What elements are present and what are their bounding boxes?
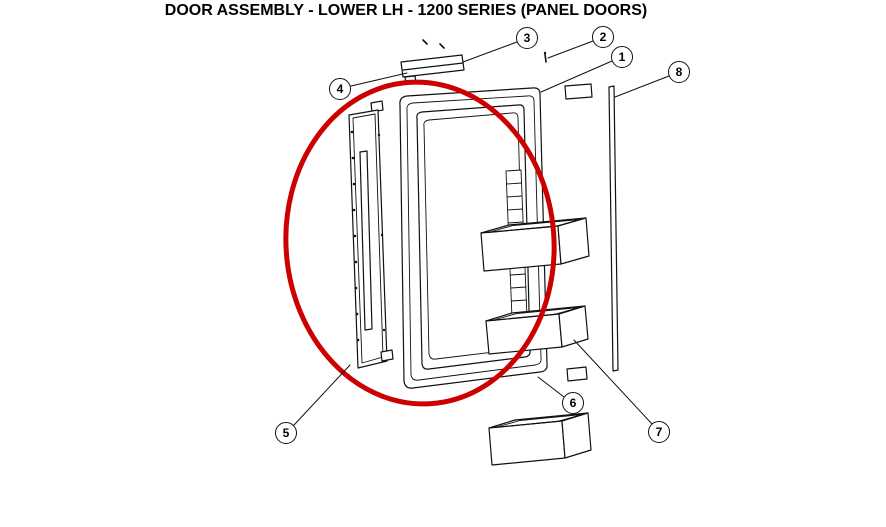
callout-3: 3 (516, 27, 538, 49)
screw-icons-top (422, 39, 547, 63)
callout-4: 4 (329, 78, 351, 100)
highlight-ellipse (283, 79, 557, 407)
mounting-plates (564, 83, 593, 382)
callout-5: 5 (275, 422, 297, 444)
shelf-bin-upper (480, 217, 590, 272)
shelf-bin-bottom (488, 412, 592, 466)
leader-lines (293, 40, 670, 426)
figure-title: DOOR ASSEMBLY - LOWER LH - 1200 SERIES (… (164, 2, 648, 19)
callout-7: 7 (648, 421, 670, 443)
callout-1: 1 (611, 46, 633, 68)
top-hinge-bracket (400, 54, 465, 85)
callout-6: 6 (562, 392, 584, 414)
trim-strip (608, 85, 619, 372)
shelf-bin-lower (485, 305, 589, 355)
left-hinge-panel (348, 90, 394, 369)
rivet-dots (350, 130, 386, 342)
callout-8: 8 (668, 61, 690, 83)
callout-2: 2 (592, 26, 614, 48)
